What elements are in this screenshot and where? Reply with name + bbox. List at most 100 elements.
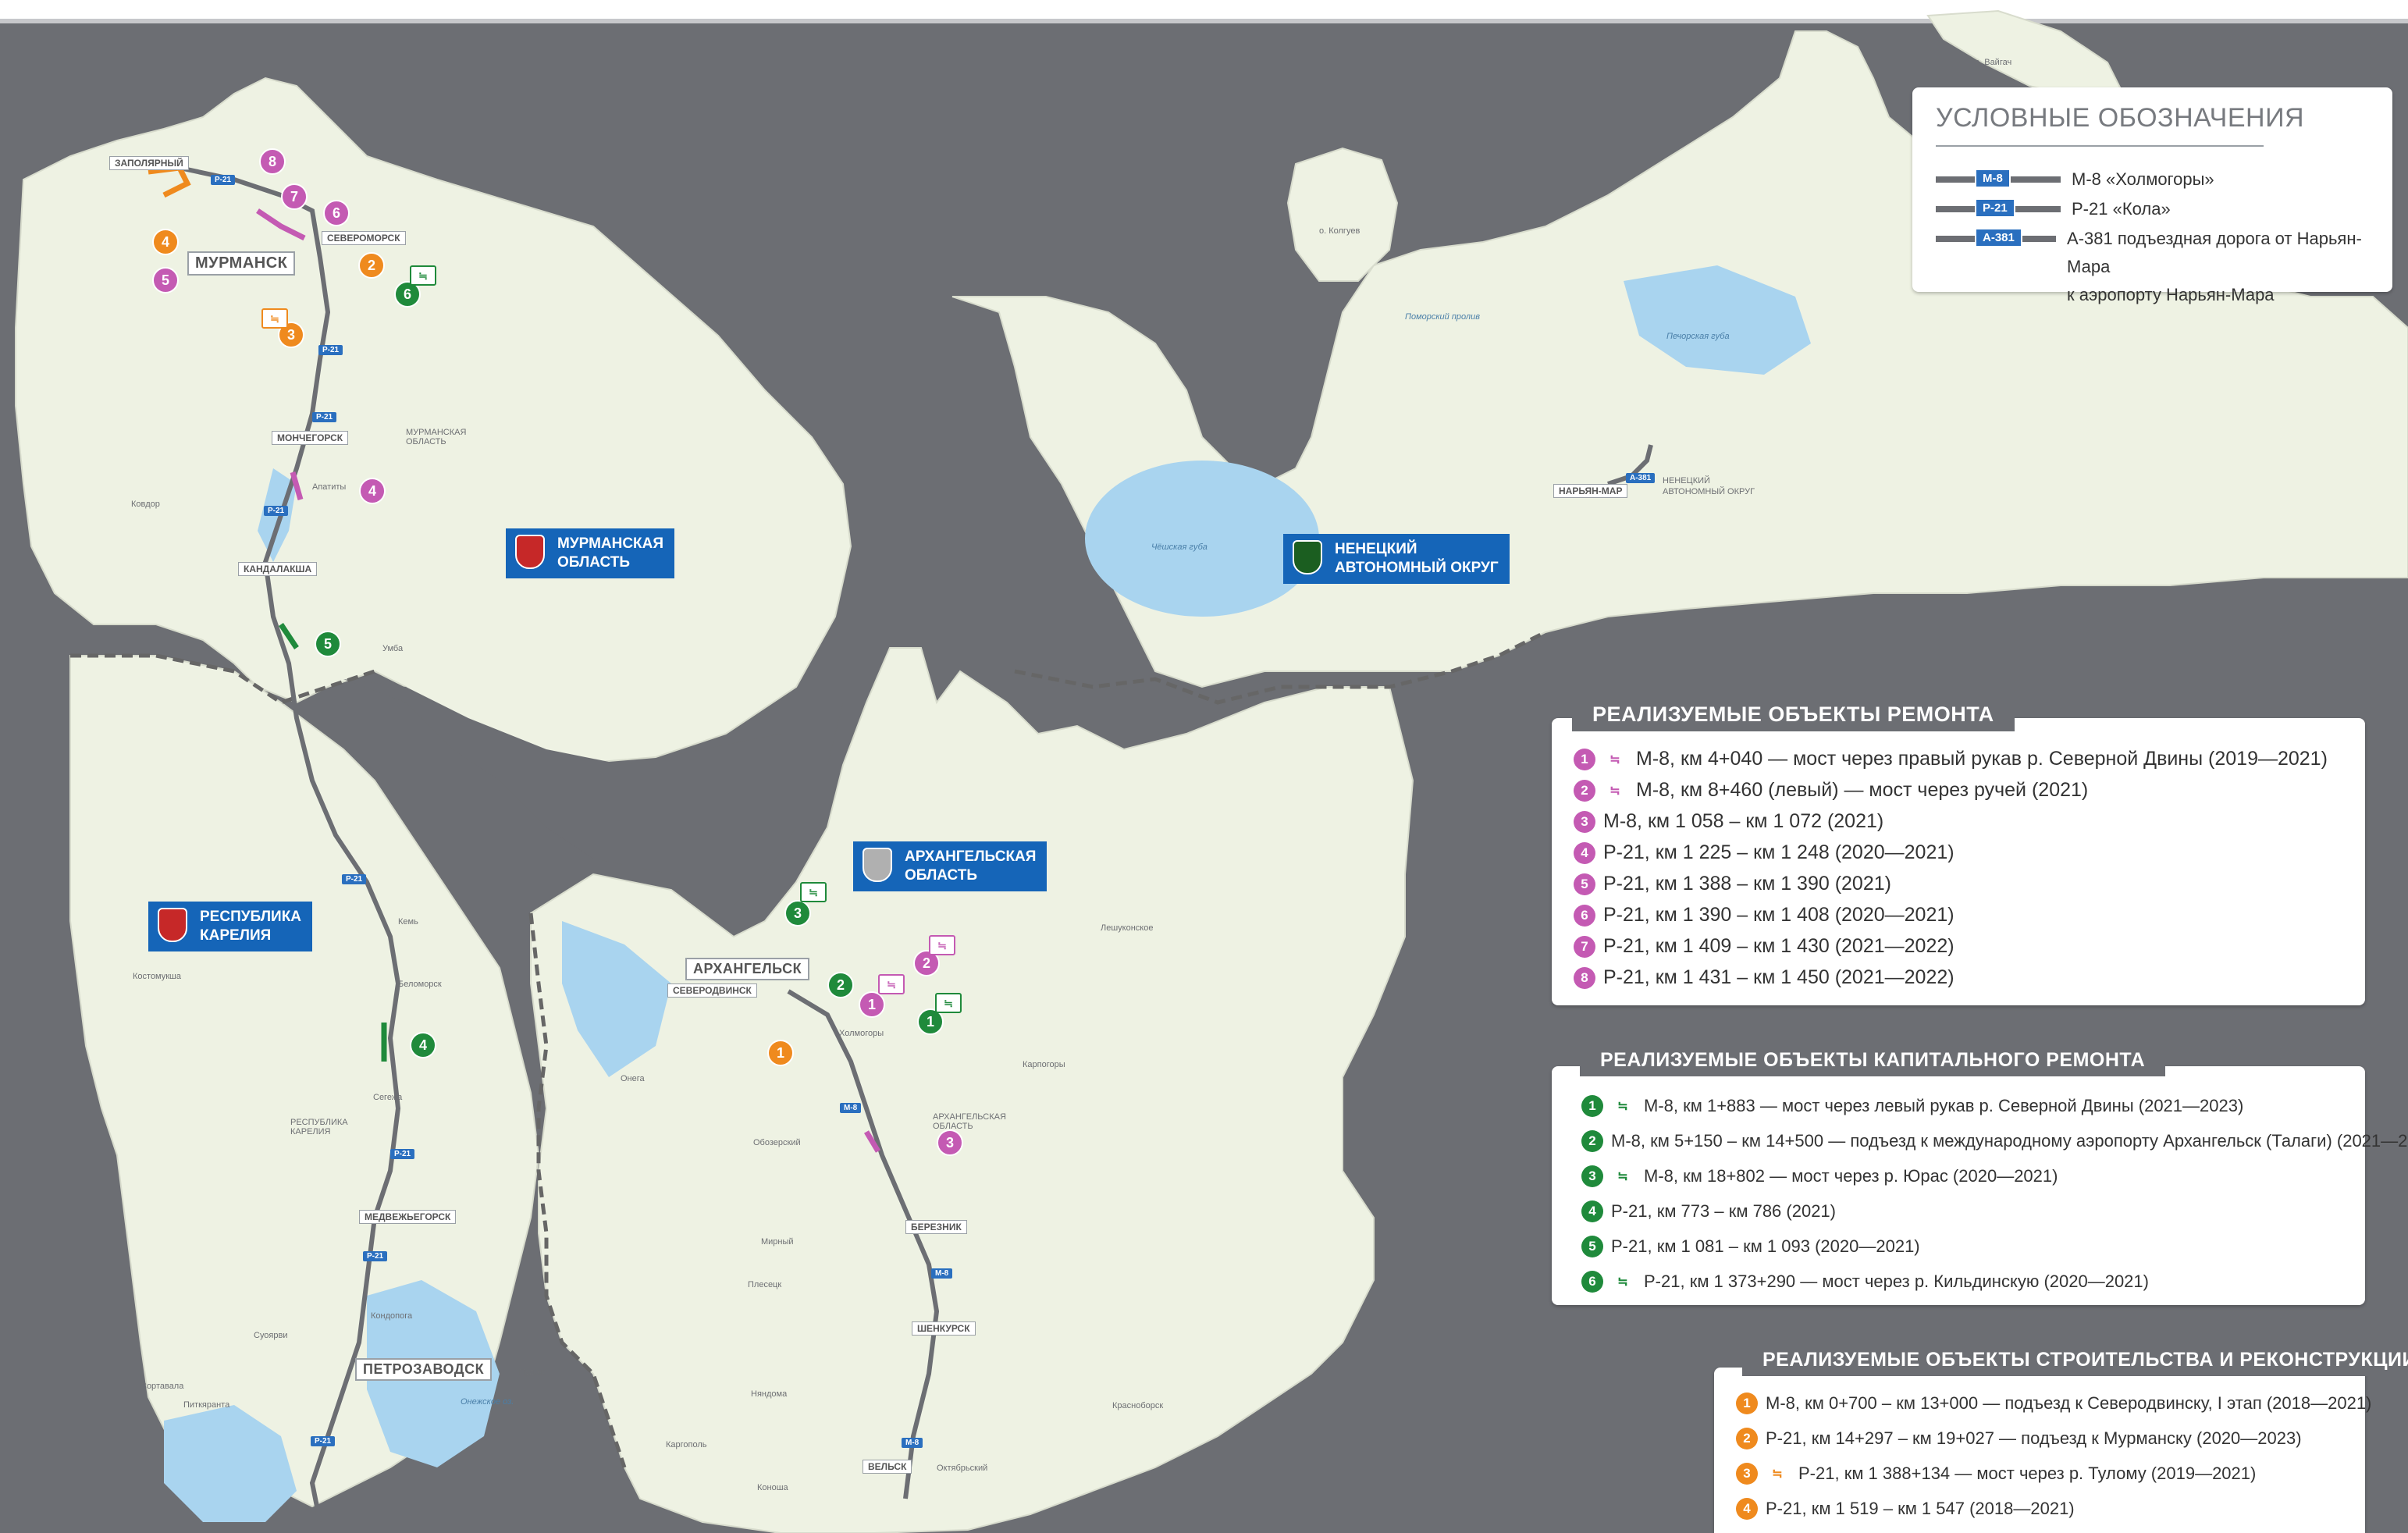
- repair-number: 1: [1574, 748, 1595, 770]
- legend-road-name-wrap: А-381 подъездная дорога от Нарьян-Мара к…: [2067, 225, 2392, 309]
- repair-marker[interactable]: 5: [152, 267, 179, 293]
- repair-number: 5: [1574, 873, 1595, 895]
- repair-item-text: Р-21, км 1 409 – км 1 430 (2021—2022): [1603, 935, 1954, 957]
- water-label: Онежское оз.: [461, 1397, 514, 1407]
- legend-title: УСЛОВНЫЕ ОБОЗНАЧЕНИЯ: [1936, 103, 2305, 133]
- capital-repair-item: 1≒М-8, км 1+883 — мост через левый рукав…: [1581, 1095, 2243, 1117]
- district-label: МУРМАНСКАЯ ОБЛАСТЬ: [406, 428, 467, 446]
- repair-marker[interactable]: 6: [323, 200, 350, 226]
- repair-item: 3 М-8, км 1 058 – км 1 072 (2021): [1574, 810, 1883, 833]
- town-label: о. Колгуев: [1319, 226, 1361, 236]
- capital-number: 6: [1581, 1271, 1603, 1293]
- region-label-nenets: НЕНЕЦКИЙ АВТОНОМНЫЙ ОКРУГ: [1283, 534, 1510, 584]
- town-label: Мирный: [761, 1237, 794, 1247]
- town-label: Холмогоры: [839, 1029, 884, 1038]
- bridge-icon: ≒: [1772, 1467, 1783, 1481]
- town-label: Лешуконское: [1101, 923, 1154, 933]
- shield-r21: Р-21: [264, 506, 289, 516]
- town-label: Сортавала: [140, 1382, 184, 1391]
- legend-panel: УСЛОВНЫЕ ОБОЗНАЧЕНИЯ М-8 М-8 «Холмогоры»…: [1912, 87, 2392, 304]
- capital-repair-item: 3≒М-8, км 18+802 — мост через р. Юрас (2…: [1581, 1165, 2058, 1187]
- capital-repair-marker[interactable]: 5: [315, 631, 341, 657]
- town-label: Суоярви: [254, 1331, 288, 1340]
- capital-repair-marker[interactable]: 3: [784, 900, 811, 927]
- repair-segment-7: [256, 208, 306, 241]
- region-line2: ОБЛАСТЬ: [905, 867, 978, 884]
- capital-repair-marker[interactable]: 4: [410, 1032, 436, 1058]
- construction-item-text: Р-21, км 1 388+134 — мост через р. Тулом…: [1798, 1464, 2257, 1483]
- arkhangelsk-emblem-icon: [863, 848, 892, 882]
- town-label: Апатиты: [312, 482, 347, 492]
- shield-a381: А-381: [1626, 473, 1656, 483]
- repair-marker[interactable]: 4: [359, 478, 386, 504]
- repair-item: 1≒М-8, км 4+040 — мост через правый рука…: [1574, 748, 2328, 770]
- legend-row-m8: М-8 М-8 «Холмогоры»: [1936, 165, 2214, 194]
- construction-marker[interactable]: 4: [152, 229, 179, 255]
- district-label: АРХАНГЕЛЬСКАЯ ОБЛАСТЬ: [933, 1112, 1006, 1131]
- border-arkhangelsk-karelia: [528, 912, 627, 1468]
- repair-segment-3: [863, 1130, 881, 1153]
- bridge-icon: ≒: [261, 308, 288, 329]
- town-label: Обозерский: [753, 1138, 801, 1147]
- region-label-arkhangelsk: АРХАНГЕЛЬСКАЯ ОБЛАСТЬ: [853, 841, 1047, 891]
- town-label: Кондопога: [371, 1311, 413, 1321]
- district-label: РЕСПУБЛИКА КАРЕЛИЯ: [290, 1118, 348, 1136]
- road-r21: [179, 165, 401, 1523]
- city-bereznik: БЕРЕЗНИК: [905, 1220, 967, 1234]
- road-shield: Р-21: [1975, 198, 2015, 218]
- construction-marker[interactable]: 2: [358, 252, 385, 279]
- construction-number: 4: [1736, 1498, 1758, 1520]
- city-arkhangelsk: АРХАНГЕЛЬСК: [685, 958, 810, 980]
- construction-number: 1: [1736, 1393, 1758, 1414]
- water-label: Печорская губа: [1666, 332, 1730, 341]
- town-label: Няндома: [751, 1389, 788, 1399]
- road-line-icon: А-381: [1936, 228, 2057, 247]
- shield-r21: Р-21: [211, 175, 236, 185]
- shield-r21: Р-21: [342, 874, 367, 884]
- region-line1: МУРМАНСКАЯ: [557, 535, 664, 552]
- district-label: НЕНЕЦКИЙ: [1663, 476, 1710, 486]
- legend-road-name: М-8 «Холмогоры»: [2072, 169, 2214, 189]
- cheshskaya-bay: [1085, 461, 1319, 617]
- town-label: Пудож: [519, 1368, 545, 1377]
- region-line2: КАРЕЛИЯ: [200, 927, 272, 944]
- road-shield: А-381: [1975, 228, 2022, 247]
- bridge-icon: ≒: [1617, 1170, 1628, 1183]
- bridge-icon: ≒: [1609, 752, 1620, 766]
- pechora-bay: [1624, 265, 1811, 375]
- repair-marker[interactable]: 8: [259, 148, 286, 175]
- bridge-icon: ≒: [800, 882, 827, 902]
- city-medvezhyegorsk: МЕДВЕЖЬЕГОРСК: [359, 1210, 457, 1224]
- road-line-icon: Р-21: [1936, 198, 2061, 218]
- bridge-icon: ≒: [1617, 1100, 1628, 1113]
- shield-r21: Р-21: [311, 1436, 336, 1446]
- town-label: Красноборск: [1112, 1401, 1164, 1410]
- repair-number: 2: [1574, 779, 1595, 802]
- repair-marker[interactable]: 7: [281, 183, 308, 210]
- repair-item-text: М-8, км 1 058 – км 1 072 (2021): [1603, 810, 1884, 832]
- construction-panel-title: РЕАЛИЗУЕМЫЕ ОБЪЕКТЫ СТРОИТЕЛЬСТВА И РЕКО…: [1742, 1344, 2408, 1376]
- repair-marker[interactable]: 3: [937, 1129, 963, 1156]
- water-label: Поморский пролив: [1405, 312, 1480, 322]
- capital-repair-marker[interactable]: 1: [917, 1008, 944, 1035]
- repair-number: 3: [1574, 810, 1595, 833]
- capital-item-text: М-8, км 18+802 — мост через р. Юрас (202…: [1644, 1166, 2058, 1186]
- legend-road-name: Р-21 «Кола»: [2072, 199, 2171, 219]
- region-line1: АРХАНГЕЛЬСКАЯ: [905, 848, 1037, 865]
- repair-marker[interactable]: 1: [859, 991, 885, 1018]
- capital-repair-marker[interactable]: 2: [827, 972, 854, 998]
- construction-item: 3 ≒ Р-21, км 1 388+134 — мост через р. Тул…: [1736, 1463, 2256, 1485]
- city-severomorsk: СЕВЕРОМОРСК: [322, 231, 406, 245]
- construction-number: 3: [1736, 1463, 1758, 1485]
- town-label: Онега: [621, 1074, 645, 1083]
- repair-item: 2≒М-8, км 8+460 (левый) — мост через руч…: [1574, 779, 2088, 802]
- construction-marker[interactable]: 1: [767, 1040, 794, 1066]
- construction-marker[interactable]: 3: [278, 322, 304, 348]
- road-m8: [787, 989, 940, 1499]
